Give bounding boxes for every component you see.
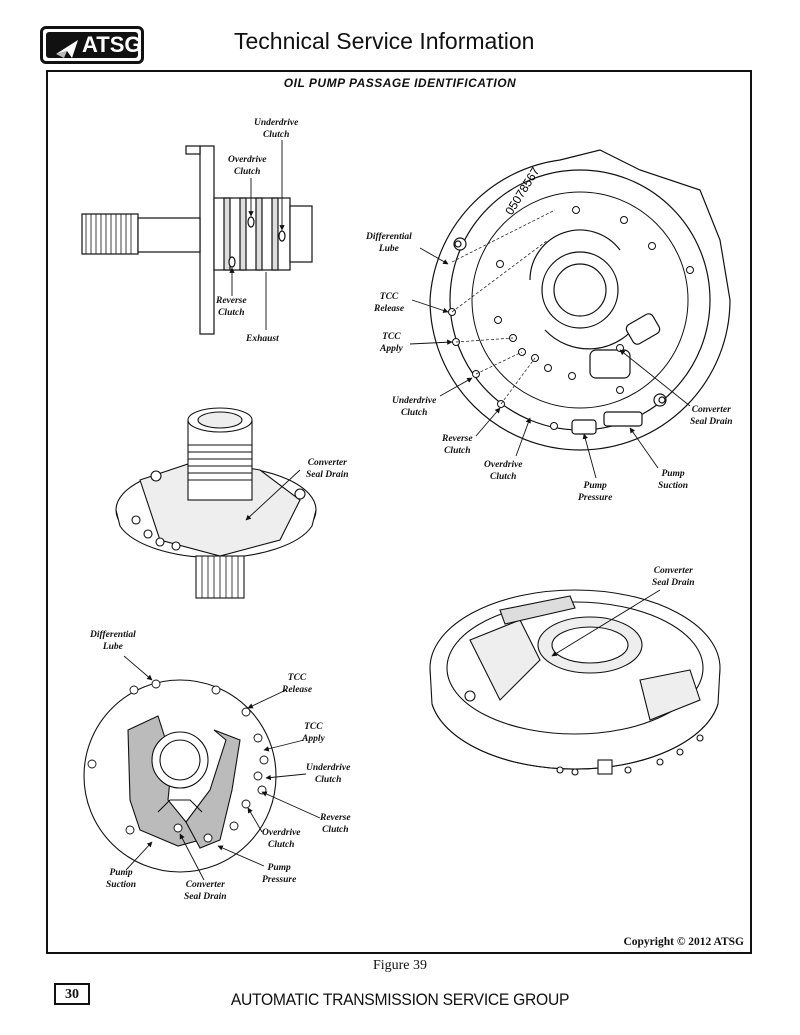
copyright: Copyright © 2012 ATSG — [623, 936, 744, 948]
label-top-pump-suction: Pump Suction — [658, 469, 689, 491]
oil-pump-drawing: 05078567 — [81, 140, 731, 881]
pump-body-top-drawing — [429, 149, 731, 451]
label-bot-tcc-apply: TCC Apply — [302, 722, 325, 744]
footer-text: AUTOMATIC TRANSMISSION SERVICE GROUP — [230, 990, 570, 1009]
label-top-underdrive: Underdrive Clutch — [392, 396, 437, 418]
logo-text: ATSG — [82, 32, 142, 57]
label-top-diff-lube: Differential Lube — [366, 232, 412, 254]
figure-caption: Figure 39 — [372, 958, 428, 973]
pump-assembly-drawing — [115, 407, 317, 599]
figure-title: OIL PUMP PASSAGE IDENTIFICATION — [283, 76, 517, 90]
label-top-pump-pressure: Pump Pressure — [578, 481, 613, 503]
figure-frame — [46, 70, 752, 954]
label-bot-reverse: Reverse Clutch — [320, 813, 351, 835]
label-bot-pump-pressure: Pump Pressure — [262, 863, 297, 885]
label-top-tcc-apply: TCC Apply — [380, 332, 403, 354]
pump-housing-drawing — [429, 589, 721, 776]
label-bot-overdrive: Overdrive Clutch — [262, 828, 301, 850]
label-top-reverse: Reverse Clutch — [442, 434, 473, 456]
label-mid-converter-seal: Converter Seal Drain — [306, 458, 349, 480]
label-housing-converter-seal: Converter Seal Drain — [652, 566, 695, 588]
label-top-tcc-release: TCC Release — [374, 292, 405, 314]
pump-body-bottom-drawing — [83, 679, 277, 873]
label-top-converter-seal: Converter Seal Drain — [690, 405, 733, 427]
label-shaft-exhaust: Exhaust — [246, 334, 279, 344]
plane-icon — [56, 40, 78, 58]
stator-shaft-drawing — [81, 145, 313, 335]
label-bot-converter-seal: Converter Seal Drain — [184, 880, 227, 902]
label-bot-underdrive: Underdrive Clutch — [306, 763, 351, 785]
label-top-overdrive: Overdrive Clutch — [484, 460, 523, 482]
atsg-logo: ATSG — [40, 26, 144, 64]
label-bot-pump-suction: Pump Suction — [106, 868, 137, 890]
label-shaft-reverse: Reverse Clutch — [216, 296, 247, 318]
label-shaft-underdrive: Underdrive Clutch — [254, 118, 299, 140]
page-title: Technical Service Information — [234, 28, 535, 54]
page-number: 30 — [54, 983, 90, 1005]
label-shaft-overdrive: Overdrive Clutch — [228, 155, 267, 177]
label-bot-diff-lube: Differential Lube — [90, 630, 136, 652]
label-bot-tcc-release: TCC Release — [282, 673, 313, 695]
